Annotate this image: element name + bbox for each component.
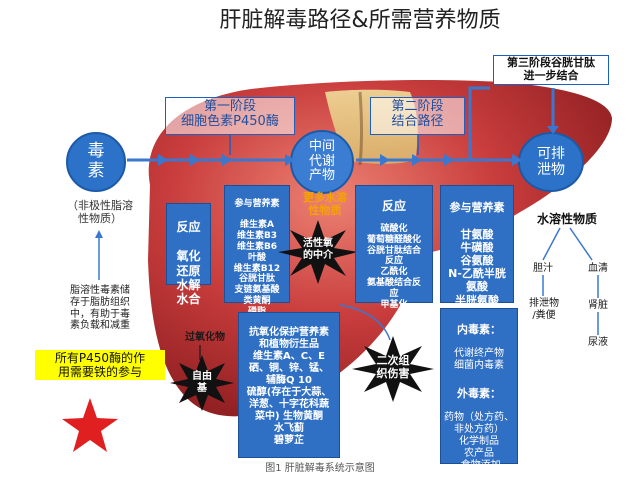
phase1-reaction-box: 反应 氧化 还原 水解 水合 (166, 203, 211, 306)
phase2-nutrients-items: 甘氨酸 牛磺酸 谷氨酸 N-乙酰半胱 氨酸 半胱氨酸 蛋氨酸 (448, 227, 506, 320)
exotoxin-items: 药物（处方药、 非处方药） 化学制品 农产品 -食物添加 -污染物 -微生物 (444, 412, 514, 480)
intermediate-node: 中间 代谢 产物 (290, 130, 354, 194)
toxin-node: 毒 素 (66, 132, 126, 192)
free-radical-label: 自由 基 (192, 371, 212, 394)
phase1-nutrients-title: 参与营养素 (234, 198, 280, 209)
blood-label: 血清 (588, 263, 608, 274)
phase3-label: 第三阶段谷胱甘肽 进一步结合 (493, 55, 609, 85)
phase2-reaction-title: 反应 (381, 198, 406, 213)
bile-label: 胆汁 (533, 263, 553, 274)
phase2-reaction-items: 硫酸化 葡萄糖醛酸化 谷胱甘肽结合 反应 乙酰化 氨基酸结合反 应 甲基化 (366, 223, 421, 310)
phase2-reaction-box: 反应 硫酸化 葡萄糖醛酸化 谷胱甘肽结合 反应 乙酰化 氨基酸结合反 应 甲基化 (355, 185, 433, 310)
fat-storage-note: 脂溶性毒素储 存于脂肪组织 中，有助于毒 素负载和减重 (70, 285, 130, 332)
antioxidant-items: 抗氧化保护营养素 和植物衍生品 维生素A、C、E 硒、铜、锌、锰、 辅酶Q 10… (246, 327, 332, 446)
phase1-reaction-items: 氧化 还原 水解 水合 (176, 249, 201, 307)
page-title: 肝脏解毒路径&所需营养物质 (219, 8, 501, 33)
excrement-label: 排泄物 /粪便 (529, 298, 559, 321)
phase1-nutrients-box: 参与营养素 维生素A 维生素B3 维生素B6 叶酸 维生素B12 谷胱甘肽 支链… (224, 185, 290, 317)
phase2-nutrients-title: 参与营养素 (449, 201, 505, 215)
p450-iron-note: 所有P450酶的作 用需要铁的参与 (35, 350, 165, 381)
toxin-note: （非极性脂溶 性物质） (67, 199, 133, 225)
endotoxin-items: 代谢终产物 细菌内毒素 (454, 348, 504, 372)
toxin-sources-box: 内毒素： 代谢终产物 细菌内毒素 外毒素： 药物（处方药、 非处方药） 化学制品… (440, 308, 518, 480)
exotoxin-title: 外毒素： (457, 387, 501, 401)
figure-caption: 图1 肝脏解毒系统示意图 (265, 463, 375, 474)
active-oxygen-star (278, 220, 358, 284)
secondary-damage-label: 二次组 织伤害 (376, 354, 410, 380)
water-soluble-label: 水溶性物质 (536, 212, 597, 226)
secondary-damage-star (352, 336, 434, 402)
excretable-node: 可排 泄物 (518, 132, 584, 192)
phase1-nutrients-items: 维生素A 维生素B3 维生素B6 叶酸 维生素B12 谷胱甘肽 支链氨基酸 类黄… (233, 220, 281, 316)
free-radical-star (170, 355, 234, 411)
active-oxygen-label: 活性氧 的中介 (303, 238, 333, 261)
antioxidant-box: 抗氧化保护营养素 和植物衍生品 维生素A、C、E 硒、铜、锌、锰、 辅酶Q 10… (238, 312, 340, 458)
phase1-label: 第一阶段 细胞色素P450酶 (165, 97, 295, 135)
more-water-soluble-label: 更多水溶 性物质 (303, 191, 347, 217)
kidney-label: 肾脏 (588, 300, 608, 311)
peroxide-label: 过氧化物 (185, 332, 225, 343)
red-star-icon (62, 398, 118, 452)
endotoxin-title: 内毒素： (457, 323, 501, 336)
phase1-reaction-title: 反应 (176, 220, 201, 235)
urine-label: 尿液 (588, 337, 608, 348)
phase2-label: 第二阶段 结合路径 (370, 97, 465, 135)
phase2-nutrients-box: 参与营养素 甘氨酸 牛磺酸 谷氨酸 N-乙酰半胱 氨酸 半胱氨酸 蛋氨酸 (440, 185, 514, 320)
